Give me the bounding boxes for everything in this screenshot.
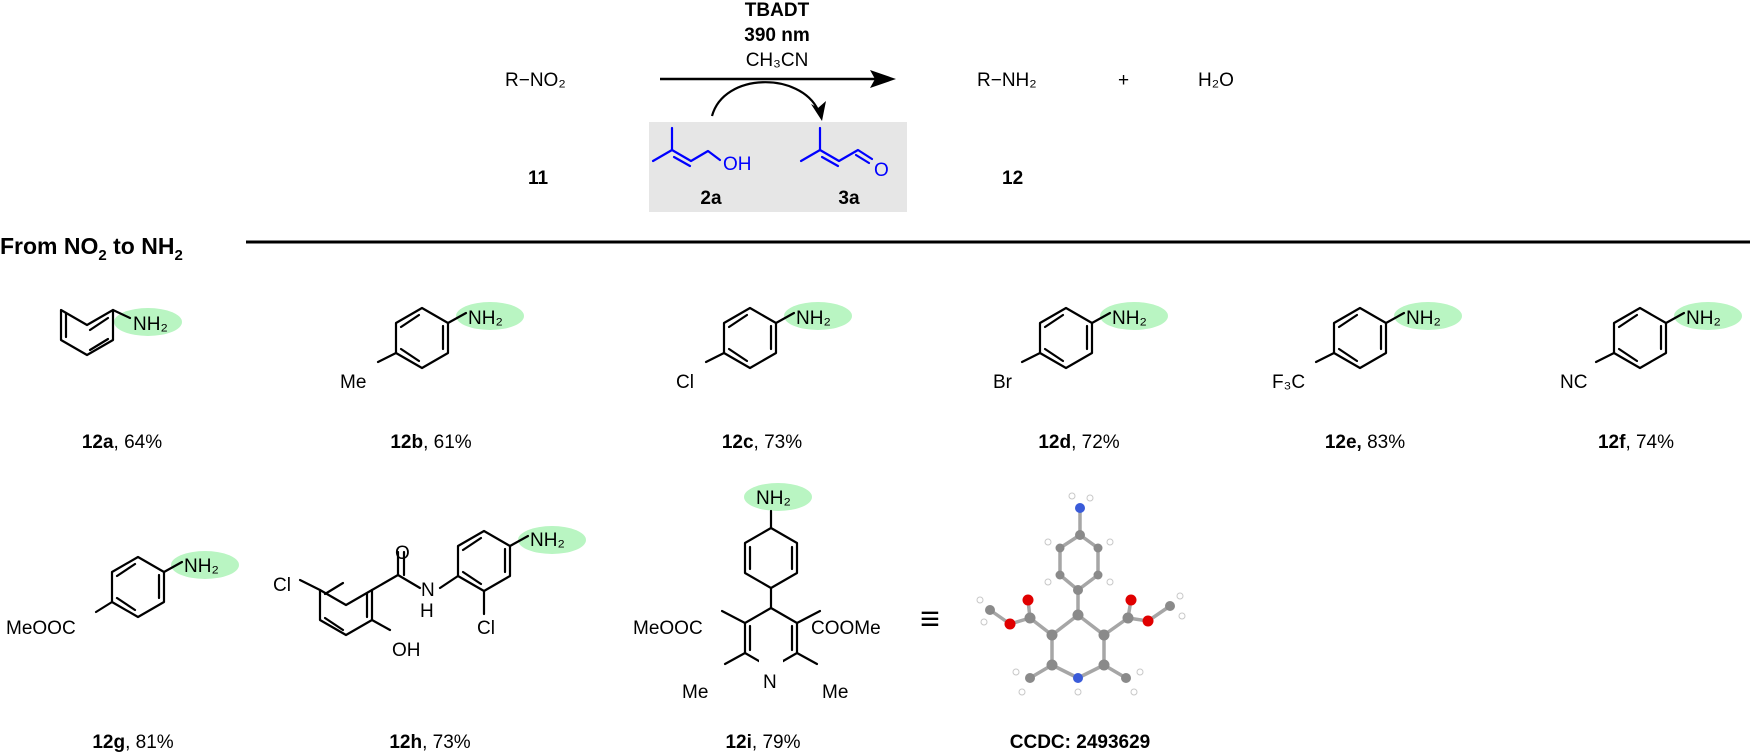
amine-text: NH₂ [133,314,168,335]
reactant-label: 11 [528,168,549,189]
curved-arrow-head [811,101,826,121]
compound-label: 12d, 72% [1038,432,1119,453]
methyl-left: Me [682,682,708,703]
amine-highlight [744,483,812,511]
reaction-arrow-head [870,70,896,88]
substituent-text: NC [1560,372,1587,393]
compound-label: 12g, 81% [92,732,173,752]
prenol-oh: OH [723,154,752,175]
compound-12e: NH₂ F₃C 12e, 83% [1272,302,1462,453]
section-header: From NO2 to NH2 [0,233,1750,264]
compound-12g: NH₂ MeOOC 12g, 81% [6,551,239,752]
amine-text: NH₂ [1112,308,1147,329]
amide-h: H [420,601,434,622]
section-title: From NO2 to NH2 [0,233,183,264]
amine-highlight [456,302,524,330]
amine-highlight [114,308,182,336]
prenal-o: O [874,160,889,181]
compound-12i: NH₂ N MeOOC COOMe Me Me 12i, 79% [633,483,881,752]
compound-label: 12i, 79% [725,732,800,752]
product-text: R−NH₂ [977,70,1037,91]
amine-text: NH₂ [1406,308,1441,329]
amine-text: NH₂ [184,556,219,577]
amine-highlight [1394,302,1462,330]
amine-highlight [784,302,852,330]
reaction-equation: R−NO₂ 11 TBADT 390 nm CH₃CN OH 2a O [505,0,1234,212]
prenol-structure: OH [651,126,752,175]
curved-arrow [710,81,819,117]
substituent-text: MeOOC [6,618,76,639]
amine-highlight [1100,302,1168,330]
compound-12b: NH₂ Me 12b, 61% [340,302,524,453]
chloro-left: Cl [273,575,291,596]
substituent-text: Me [340,372,366,393]
substituent-text: Br [993,372,1013,393]
amine-text: NH₂ [530,530,565,551]
ester-right: COOMe [811,618,881,639]
amide-n: N [421,580,435,601]
compound-label: 12b, 61% [390,432,471,453]
methyl-right: Me [822,682,848,703]
compound-12f: NH₂ NC 12f, 74% [1560,302,1742,453]
compound-12a: NH₂ 12a, 64% [59,308,182,453]
amine-text: NH₂ [796,308,831,329]
oxidized-label: 3a [838,188,860,209]
plus-sign: + [1118,70,1129,91]
compound-label: 12c, 73% [722,432,802,453]
crystal-structure: CCDC: 2493629 [976,492,1186,752]
water-text: H₂O [1198,70,1234,91]
compound-label: 12a, 64% [82,432,162,453]
equivalence-sign: ≡ [920,600,940,638]
amine-highlight [1674,302,1742,330]
substituent-text: Cl [676,372,694,393]
compound-label: 12e, 83% [1325,432,1405,453]
reagent-panel [649,122,907,212]
compound-12c: NH₂ Cl 12c, 73% [676,302,852,453]
pyridine-n: N [763,672,777,693]
hydroxyl: OH [392,640,421,661]
prenal-structure: O [799,126,889,181]
product-label: 12 [1002,168,1023,189]
amine-text: NH₂ [756,488,791,509]
compound-12h: NH₂ Cl O N H Cl OH 12h, 73% [273,526,586,752]
wavelength-text: 390 nm [744,25,809,46]
amine-highlight [171,551,239,579]
compound-12d: NH₂ Br 12d, 72% [993,302,1168,453]
ccdc-label: CCDC: 2493629 [1010,732,1150,752]
amine-highlight [518,526,586,554]
carbonyl-o: O [395,543,410,564]
solvent-text: CH₃CN [746,50,809,71]
reactant-text: R−NO₂ [505,70,566,91]
compound-label: 12f, 74% [1598,432,1674,453]
catalyst-text: TBADT [745,0,810,21]
compound-label: 12h, 73% [389,732,470,752]
chloro-right: Cl [477,618,495,639]
substituent-text: F₃C [1272,372,1305,393]
amine-text: NH₂ [1686,308,1721,329]
ester-left: MeOOC [633,618,703,639]
amine-text: NH₂ [468,308,503,329]
reductant-label: 2a [700,188,722,209]
